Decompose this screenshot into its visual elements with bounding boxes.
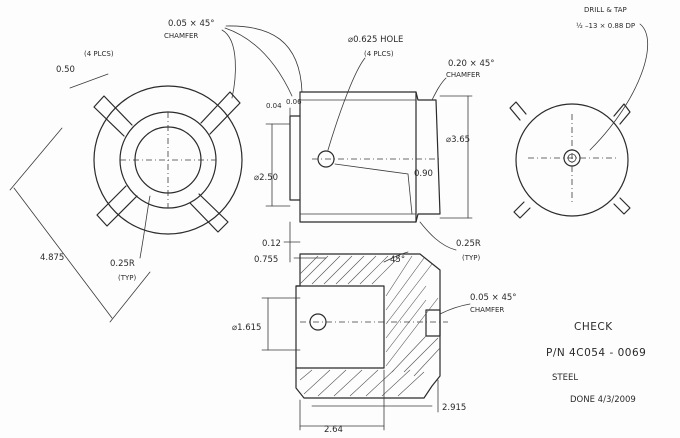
side-view — [265, 57, 473, 263]
label-radius-right: 0.25R — [456, 239, 481, 249]
label-dim-2915: 2.915 — [442, 403, 466, 413]
label-chamfer-side-word: CHAMFER — [446, 71, 480, 79]
leader-radius-left — [139, 195, 151, 259]
side-body — [299, 91, 417, 223]
label-dia-1615: ⌀1.615 — [232, 323, 261, 333]
label-thread: ½ –13 × 0.88 DP — [576, 22, 635, 30]
label-drill-tap: DRILL & TAP — [584, 6, 627, 14]
section-outline — [295, 253, 441, 399]
label-hole-dia: ⌀0.625 HOLE — [348, 35, 403, 45]
section-tap — [425, 309, 441, 337]
label-angle-45: 45° — [390, 255, 405, 265]
label-hole-pls: (4 PLCS) — [364, 50, 394, 58]
chamfer-leaders — [139, 25, 303, 259]
label-chamfer-side: 0.20 × 45° — [448, 59, 495, 69]
side-flange — [415, 91, 441, 223]
label-dim-012: 0.12 — [262, 239, 281, 249]
label-overall-4875: 4.875 — [40, 253, 64, 263]
label-four-pls: (4 PLCS) — [84, 50, 114, 58]
spoke-se — [189, 193, 229, 233]
right-end-view — [509, 23, 648, 219]
angle-arc-45 — [383, 251, 409, 263]
label-check: CHECK — [574, 321, 613, 333]
left-outer-circle — [93, 85, 243, 235]
label-radius-left: 0.25R — [110, 259, 135, 269]
label-dim-264: 2.64 — [324, 425, 343, 435]
dim-line-4875 — [13, 187, 113, 319]
leader-chamfer-2 — [224, 27, 293, 97]
left-spokes — [93, 91, 241, 233]
leader-drill — [589, 23, 648, 151]
annotations: 0.05 × 45° CHAMFER 0.50 (4 PLCS) 0.25R (… — [40, 6, 646, 435]
section-view — [261, 251, 471, 431]
side-boss — [289, 115, 301, 201]
left-end-view — [9, 73, 243, 323]
right-tab-ne — [613, 103, 631, 125]
right-tab-nw — [509, 101, 527, 121]
leader-section-chamfer — [439, 303, 471, 315]
label-material: STEEL — [552, 373, 578, 383]
section-hatching — [299, 255, 441, 397]
label-dim-006: 0.06 — [286, 98, 302, 106]
leader-chamfer-3 — [225, 25, 303, 93]
label-dim-004: 0.04 — [266, 102, 282, 110]
spoke-ne — [200, 91, 241, 135]
label-dim-0755: 0.755 — [254, 255, 278, 265]
label-chamfer-top-word: CHAMFER — [164, 32, 198, 40]
label-width-050: 0.50 — [56, 65, 75, 75]
leader-050 — [69, 73, 109, 89]
label-dia-250: ⌀2.50 — [254, 173, 278, 183]
leader-hole — [327, 57, 366, 151]
spoke-sw — [96, 185, 138, 227]
label-part-number: P/N 4C054 - 0069 — [546, 347, 646, 359]
section-bore — [295, 285, 385, 369]
right-tab-se — [613, 197, 631, 215]
label-chamfer-sec-word: CHAMFER — [470, 306, 504, 314]
leader-side-chamfer — [431, 77, 447, 101]
label-chamfer-sec: 0.05 × 45° — [470, 293, 517, 303]
label-dia-365: ⌀3.65 — [446, 135, 470, 145]
label-done: DONE 4/3/2009 — [570, 395, 636, 405]
label-typ-right: (TYP) — [462, 254, 481, 262]
ext-line-a — [9, 127, 63, 191]
right-outer-circle — [515, 103, 629, 217]
label-chamfer-top: 0.05 × 45° — [168, 19, 215, 29]
leader-chamfer-1 — [221, 29, 236, 99]
label-dim-090: 0.90 — [414, 169, 433, 179]
label-typ-left: (TYP) — [118, 274, 137, 282]
leader-radius-right — [419, 221, 457, 251]
right-tab-sw — [513, 201, 531, 219]
ext-line-b — [109, 271, 151, 323]
spoke-nw — [93, 95, 133, 137]
side-hidden-line — [334, 163, 413, 215]
